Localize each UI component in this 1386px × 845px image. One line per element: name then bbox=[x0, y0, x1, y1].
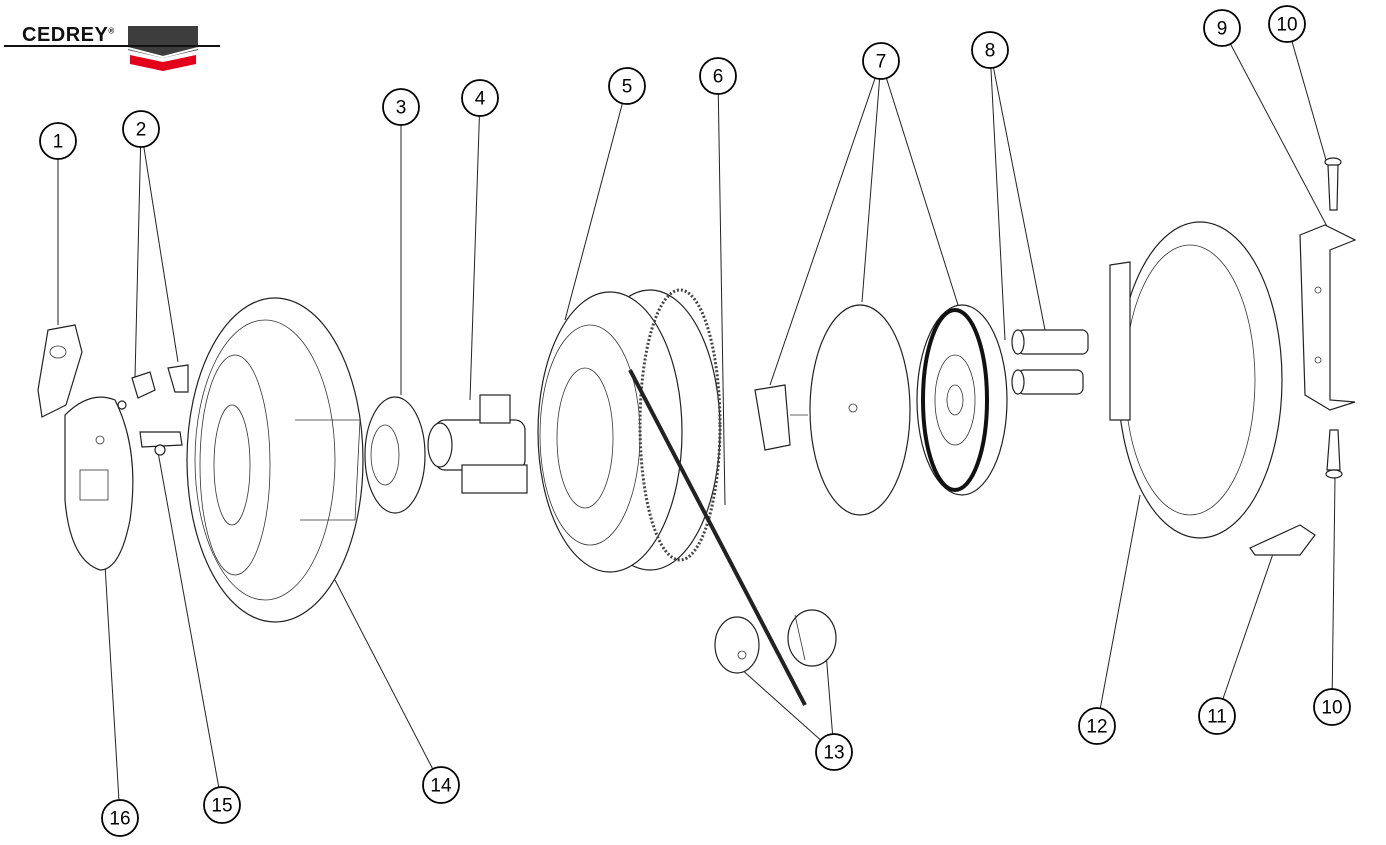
part-13-hose-stoppers bbox=[714, 609, 837, 674]
leader-line bbox=[334, 579, 434, 770]
callout-circle bbox=[122, 110, 160, 148]
part-10-wall-anchor bbox=[1324, 157, 1343, 479]
callout-circle bbox=[971, 31, 1009, 69]
callout-5: 5 bbox=[608, 67, 646, 105]
callout-10: 10 bbox=[1268, 5, 1306, 43]
callout-1: 1 bbox=[39, 122, 77, 160]
callout-number: 5 bbox=[622, 77, 633, 98]
callout-number: 6 bbox=[713, 67, 724, 88]
part-1-cover-cap bbox=[37, 324, 83, 418]
callout-circle bbox=[39, 122, 77, 160]
leader-line bbox=[769, 77, 876, 386]
callout-number: 11 bbox=[1207, 707, 1227, 728]
callout-number: 2 bbox=[136, 120, 147, 141]
callout-3: 3 bbox=[382, 88, 420, 126]
callout-circle bbox=[461, 79, 499, 117]
leader-line bbox=[861, 78, 881, 303]
leader-line bbox=[564, 103, 623, 321]
callout-number: 1 bbox=[53, 132, 64, 153]
callout-number: 13 bbox=[823, 743, 844, 764]
callout-15: 15 bbox=[203, 786, 241, 824]
leader-line bbox=[143, 146, 179, 363]
leader-line bbox=[885, 78, 959, 306]
callout-circle bbox=[203, 786, 241, 824]
part-7-spring-assembly bbox=[754, 304, 1008, 516]
callout-6: 6 bbox=[699, 57, 737, 95]
callout-number: 16 bbox=[109, 809, 130, 830]
leader-line bbox=[990, 67, 1006, 341]
callout-12: 12 bbox=[1078, 707, 1116, 745]
callout-10: 10 bbox=[1313, 688, 1351, 726]
callout-number: 8 bbox=[985, 41, 996, 62]
callout-11: 11 bbox=[1198, 697, 1236, 735]
brand-logo: CEDREY® bbox=[0, 18, 230, 73]
leader-line bbox=[1099, 494, 1141, 709]
logo-text: CEDREY® bbox=[22, 24, 115, 46]
callout-circle bbox=[1198, 697, 1236, 735]
logo-graphic bbox=[4, 26, 220, 71]
leader-line bbox=[1331, 477, 1336, 690]
callout-circle bbox=[422, 766, 460, 804]
callout-8: 8 bbox=[971, 31, 1009, 69]
leader-line bbox=[717, 93, 726, 506]
callout-number: 12 bbox=[1086, 717, 1107, 738]
callout-circle bbox=[382, 88, 420, 126]
leader-line bbox=[134, 146, 142, 379]
callout-circle bbox=[608, 67, 646, 105]
callout-number: 10 bbox=[1321, 698, 1342, 719]
part-3-hub bbox=[364, 396, 426, 514]
callout-circle bbox=[862, 42, 900, 80]
callout-number: 4 bbox=[475, 89, 486, 110]
leader-line bbox=[469, 115, 480, 401]
callout-number: 3 bbox=[396, 98, 407, 119]
part-6-rod bbox=[628, 369, 807, 706]
leader-lines bbox=[57, 41, 1336, 801]
part-14-housing-half bbox=[186, 297, 364, 623]
part-15-axle-pin bbox=[139, 431, 183, 456]
leader-line bbox=[739, 667, 821, 741]
callout-number: 9 bbox=[1217, 19, 1228, 40]
leader-line bbox=[1291, 41, 1327, 161]
callout-number: 14 bbox=[430, 776, 452, 797]
leader-line bbox=[992, 67, 1046, 331]
leader-line bbox=[1229, 43, 1331, 233]
part-11-hose-guide bbox=[1249, 524, 1316, 556]
part-5-hose-drum bbox=[537, 288, 722, 573]
callout-circle bbox=[815, 733, 853, 771]
callout-16: 16 bbox=[101, 799, 139, 837]
part-12-housing-half bbox=[1109, 221, 1283, 539]
callout-number: 7 bbox=[876, 52, 887, 73]
callout-circle bbox=[1078, 707, 1116, 745]
callout-13: 13 bbox=[815, 733, 853, 771]
part-4-swivel-joint bbox=[427, 394, 528, 494]
part-8-spacers bbox=[1011, 329, 1089, 395]
leader-line bbox=[1222, 547, 1276, 700]
callout-circle bbox=[699, 57, 737, 95]
callout-9: 9 bbox=[1203, 9, 1241, 47]
part-16-mounting-plate bbox=[64, 396, 134, 571]
callout-circle bbox=[101, 799, 139, 837]
leader-line bbox=[157, 451, 220, 788]
callout-number: 15 bbox=[211, 796, 232, 817]
callout-circle bbox=[1313, 688, 1351, 726]
callout-14: 14 bbox=[422, 766, 460, 804]
leader-line bbox=[104, 564, 120, 801]
part-2-latch bbox=[117, 364, 189, 410]
callout-7: 7 bbox=[862, 42, 900, 80]
callout-number: 10 bbox=[1276, 15, 1297, 36]
callout-circle bbox=[1268, 5, 1306, 43]
callout-circle bbox=[1203, 9, 1241, 47]
callout-2: 2 bbox=[122, 110, 160, 148]
callout-4: 4 bbox=[461, 79, 499, 117]
part-9-wall-bracket bbox=[1299, 224, 1357, 411]
